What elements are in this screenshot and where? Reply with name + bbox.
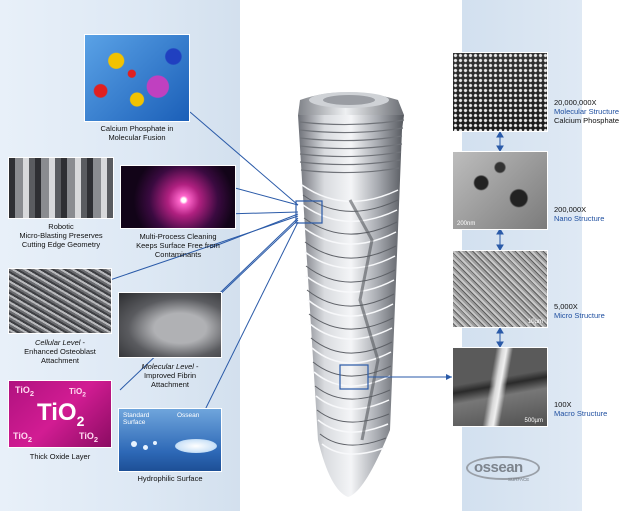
- cellular-level-image: [8, 268, 112, 334]
- mag-label-molecular: 20,000,000X Molecular Structure Calcium …: [554, 98, 620, 125]
- calcium-phosphate-image: [84, 34, 190, 122]
- scale-bar-macro: 500µm: [524, 418, 543, 424]
- mag-label-macro: 100X Macro Structure: [554, 400, 608, 418]
- ossean-surface-label: Ossean: [177, 412, 200, 419]
- mag-label-nano: 200,000X Nano Structure: [554, 205, 605, 223]
- tio2-small-label: TiO2: [69, 387, 86, 399]
- tio2-small-label: TiO2: [15, 385, 35, 398]
- mag-label-micro: 5,000X Micro Structure: [554, 302, 605, 320]
- water-droplet: [153, 441, 157, 445]
- ossean-logo: ossean SURFACE: [466, 452, 540, 484]
- tio2-small-label: TiO2: [13, 431, 33, 444]
- hydrophilic-caption: Hydrophilic Surface: [137, 474, 203, 483]
- tio2-oxide-image: TiO2 TiO2 TiO2 TiO2 TiO2: [8, 380, 112, 448]
- scale-bar-micro: 10µm: [527, 319, 543, 325]
- oxide-caption: Thick Oxide Layer: [29, 452, 91, 461]
- magnification-arrows: [496, 131, 504, 348]
- sem-micro-image: 10µm: [452, 250, 548, 328]
- robotic-blasting-image: [8, 157, 114, 219]
- water-film-ossean: [175, 439, 217, 453]
- tio2-small-label: TiO2: [79, 431, 99, 444]
- scale-bar-nano: 200nm: [457, 221, 476, 227]
- sem-molecular-image: [452, 52, 548, 132]
- sem-nano-image: 200nm: [452, 151, 548, 230]
- dental-implant: [295, 92, 452, 497]
- molecular-level-image: [118, 292, 222, 358]
- detail-box-upper: [295, 200, 323, 224]
- multi-process-cleaning-image: [120, 165, 236, 229]
- water-droplet: [143, 445, 148, 450]
- tio2-large-label: TiO2: [37, 399, 85, 429]
- sem-macro-image: 500µm: [452, 347, 548, 427]
- water-droplet: [131, 441, 137, 447]
